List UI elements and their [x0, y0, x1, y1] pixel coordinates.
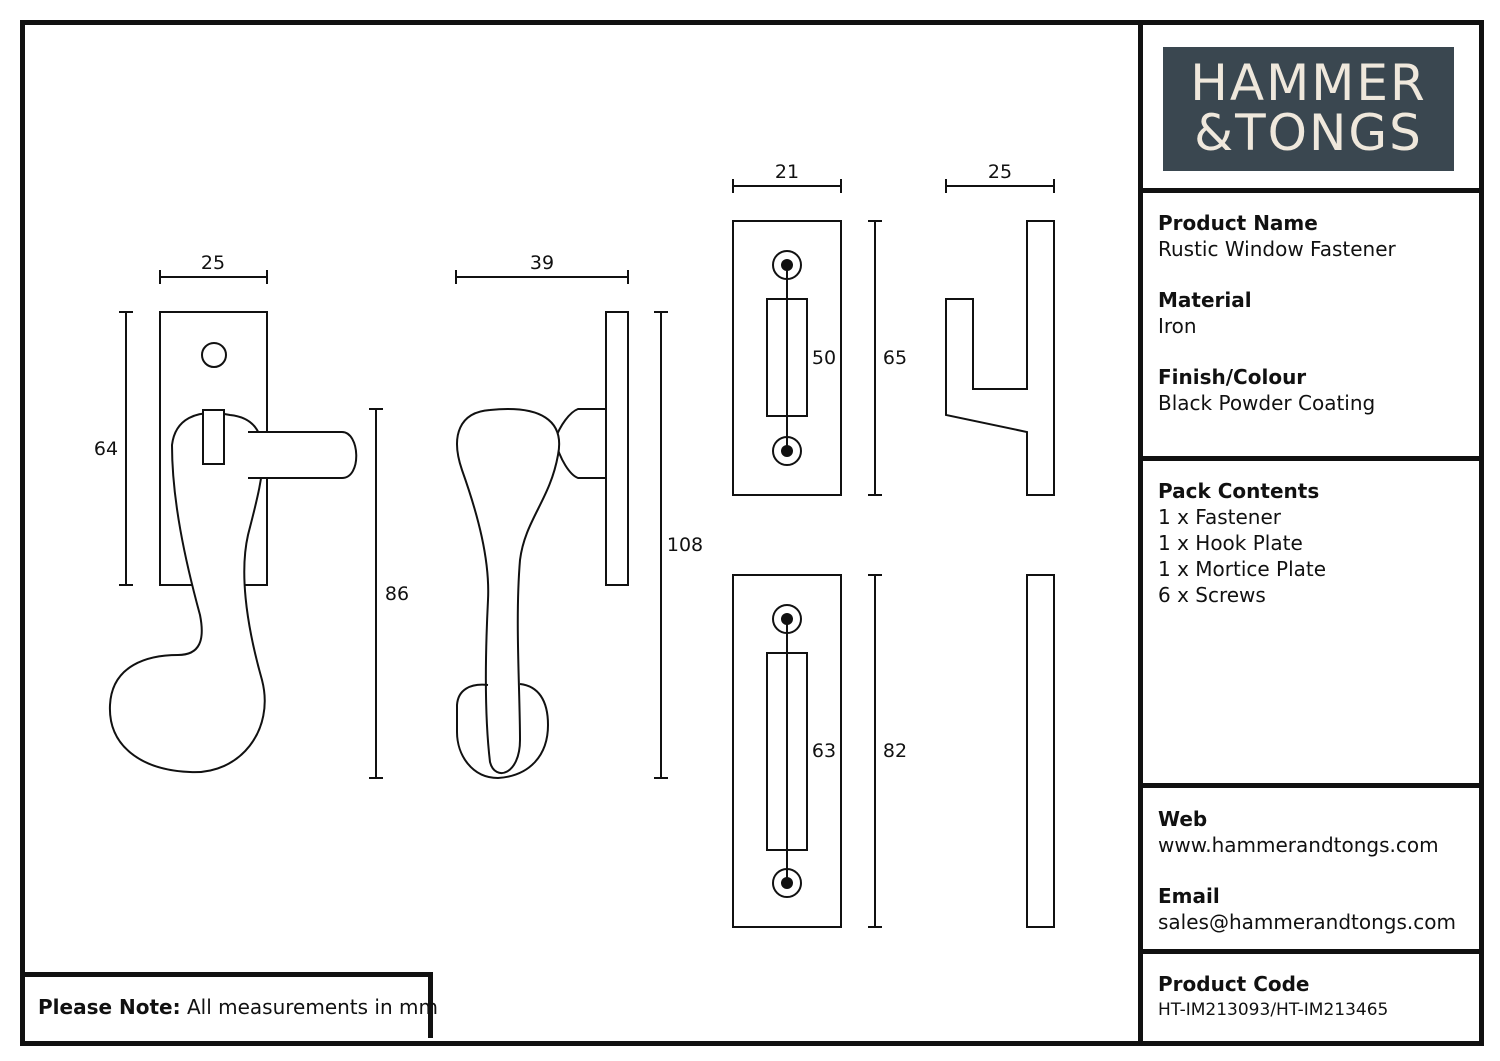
product-code-value: HT-IM213093/HT-IM213465: [1158, 1000, 1389, 1020]
finish-value: Black Powder Coating: [1158, 391, 1376, 415]
side-handle-base: [456, 683, 550, 780]
hook-side-profile: [945, 220, 1055, 496]
side-plate: [605, 311, 629, 586]
panel-separator: [1143, 456, 1479, 461]
product-name-value: Rustic Window Fastener: [1158, 237, 1396, 261]
dim-label: 50: [812, 347, 836, 369]
dim-label: 25: [988, 161, 1012, 183]
mortice-plate: [732, 574, 842, 928]
drawing-frame: [20, 20, 1484, 1046]
panel-separator: [1143, 783, 1479, 788]
pack-item: 1 x Fastener: [1158, 505, 1281, 529]
dim-label: 21: [775, 161, 799, 183]
material-label: Material: [1158, 288, 1252, 312]
pack-item: 1 x Mortice Plate: [1158, 557, 1327, 581]
finish-block: Finish/Colour Black Powder Coating: [1158, 364, 1375, 416]
email-block: Email sales@hammerandtongs.com: [1158, 883, 1456, 935]
material-value: Iron: [1158, 314, 1197, 338]
fastener-arm: [248, 431, 358, 479]
dim-label: 65: [883, 347, 907, 369]
screw-hole: [201, 342, 227, 368]
dim-label: 63: [812, 740, 836, 762]
product-code-block: Product Code HT-IM213093/HT-IM213465: [1158, 971, 1388, 1023]
hook-plate-view: [732, 179, 882, 496]
dim-label: 86: [385, 583, 409, 605]
fastener-slot: [202, 409, 225, 465]
logo-line-1: HAMMER: [1190, 54, 1427, 112]
product-name-block: Product Name Rustic Window Fastener: [1158, 210, 1396, 262]
web-label: Web: [1158, 807, 1208, 831]
fastener-side-view: [455, 270, 668, 780]
hook-side-view: [945, 179, 1055, 496]
web-link[interactable]: www.hammerandtongs.com: [1158, 833, 1439, 857]
finish-label: Finish/Colour: [1158, 365, 1307, 389]
pack-item: 6 x Screws: [1158, 583, 1266, 607]
fastener-handle: [108, 412, 266, 774]
logo-line-2: &TONGS: [1194, 104, 1423, 162]
side-handle: [456, 408, 561, 774]
email-link[interactable]: sales@hammerandtongs.com: [1158, 910, 1456, 934]
hook-plate: [732, 220, 842, 496]
product-code-label: Product Code: [1158, 972, 1310, 996]
web-block: Web www.hammerandtongs.com: [1158, 806, 1439, 858]
dim-label: 108: [667, 534, 703, 556]
note-box: [20, 972, 433, 1038]
dim-label: 39: [530, 252, 554, 274]
dim-label: 25: [201, 252, 225, 274]
dim-label: 82: [883, 740, 907, 762]
pack-item: 1 x Hook Plate: [1158, 531, 1303, 555]
pack-contents-label: Pack Contents: [1158, 479, 1320, 503]
note-text: Please Note: All measurements in mm: [38, 995, 438, 1019]
brand-logo: HAMMER &TONGS: [1163, 47, 1454, 171]
pack-contents-block: Pack Contents 1 x Fastener 1 x Hook Plat…: [1158, 478, 1326, 608]
panel-divider: [1138, 20, 1143, 1046]
panel-separator: [1143, 949, 1479, 954]
email-label: Email: [1158, 884, 1220, 908]
panel-separator: [1143, 188, 1479, 193]
side-boss: [553, 408, 607, 479]
material-block: Material Iron: [1158, 287, 1252, 339]
dim-label: 64: [94, 438, 118, 460]
product-name-label: Product Name: [1158, 211, 1318, 235]
mortice-side-profile: [1026, 574, 1055, 928]
fastener-front-view: [108, 270, 383, 779]
note-label: Please Note:: [38, 995, 181, 1019]
mortice-plate-view: [732, 574, 1055, 928]
note-value: All measurements in mm: [186, 995, 438, 1019]
